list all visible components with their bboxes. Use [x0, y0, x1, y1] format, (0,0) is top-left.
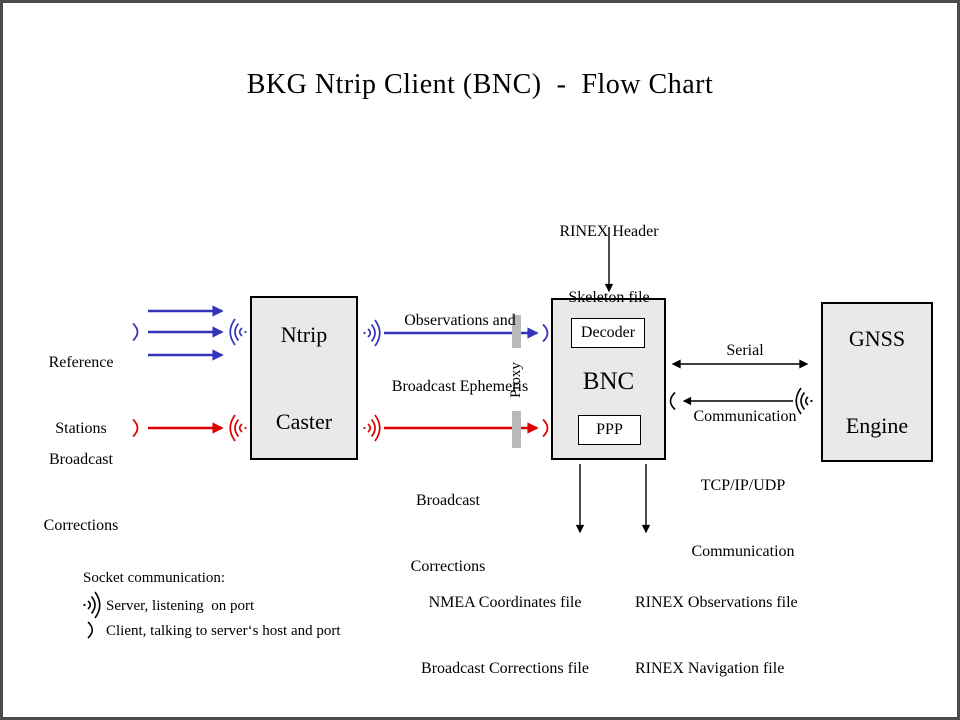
label-line: RINEX Observations file	[635, 594, 798, 611]
label-line: Broadcast	[416, 492, 480, 509]
node-decoder: Decoder	[571, 318, 645, 348]
label-serial-communication: Serial Communication	[665, 296, 825, 472]
server-socket-icon	[363, 414, 381, 442]
client-socket-icon	[87, 621, 94, 639]
label-line: Reference	[48, 354, 114, 371]
label-line: Ntrip	[280, 322, 328, 347]
label-line: GNSS	[848, 326, 906, 351]
label-line: Broadcast	[49, 451, 113, 468]
label-line: Stations	[55, 420, 107, 437]
server-socket-icon	[795, 387, 813, 415]
label-line: TCP/IP/UDP	[700, 477, 786, 494]
page-title: BKG Ntrip Client (BNC) - Flow Chart	[246, 69, 714, 100]
label-line: Broadcast Ephemeris	[391, 378, 529, 395]
client-socket-icon	[542, 418, 549, 438]
ppp-label: PPP	[596, 421, 623, 438]
client-socket-icon	[669, 391, 676, 411]
label-line: Corrections	[43, 517, 119, 534]
client-socket-icon	[132, 418, 139, 438]
node-bnc: Decoder BNC PPP	[551, 298, 666, 460]
node-ppp: PPP	[578, 415, 641, 445]
node-gnss-engine: GNSS Engine	[821, 302, 933, 462]
node-ntrip-caster: Ntrip Caster	[250, 296, 358, 460]
decoder-label: Decoder	[580, 324, 636, 341]
label-rinex-header: RINEX Header Skeleton file	[519, 177, 699, 353]
client-socket-icon	[132, 322, 139, 342]
server-socket-icon	[229, 414, 247, 442]
label-observations: Observations and Broadcast Ephemeris	[360, 266, 560, 442]
label-line: Serial	[726, 342, 764, 359]
label-line: Communication	[693, 408, 797, 425]
label-line: RINEX Navigation file	[635, 660, 785, 677]
label-line: Corrections	[410, 558, 486, 575]
label-nmea-output: NMEA Coordinates file Broadcast Correcti…	[395, 548, 615, 717]
server-socket-icon	[229, 318, 247, 346]
label-line: Observations and	[404, 312, 516, 329]
label-line: NMEA Coordinates file	[428, 594, 582, 611]
label-broadcast-corrections-in: Broadcast Corrections	[11, 405, 151, 581]
legend-client-label: Client, talking to server‘s host and por…	[106, 623, 341, 639]
legend-title: Socket communication:	[83, 570, 226, 586]
label-line: Skeleton file	[568, 289, 650, 306]
label-line: Broadcast Corrections file	[421, 660, 589, 677]
server-socket-icon	[83, 591, 101, 619]
legend-server-label: Server, listening on port	[106, 598, 255, 614]
client-socket-icon	[542, 323, 549, 343]
label-reference-stations: Reference Stations	[20, 308, 142, 484]
gnss-engine-label: GNSS Engine	[846, 266, 908, 498]
ntrip-caster-label: Ntrip Caster	[276, 262, 332, 494]
label-broadcast-corrections-mid: Broadcast Corrections	[348, 446, 548, 622]
label-line: Communication	[691, 543, 795, 560]
label-rinex-output: RINEX Observations file RINEX Navigation…	[635, 548, 865, 717]
server-socket-icon	[363, 319, 381, 347]
proxy-bar-bottom	[512, 411, 521, 448]
proxy-bar-top	[512, 315, 521, 348]
label-line: Engine	[845, 413, 909, 438]
label-line: RINEX Header	[559, 223, 659, 240]
bnc-label: BNC	[582, 368, 635, 395]
label-line: Caster	[275, 409, 333, 434]
label-tcpip-communication: TCP/IP/UDP Communication	[663, 431, 823, 607]
diagram-connectors	[83, 227, 813, 639]
